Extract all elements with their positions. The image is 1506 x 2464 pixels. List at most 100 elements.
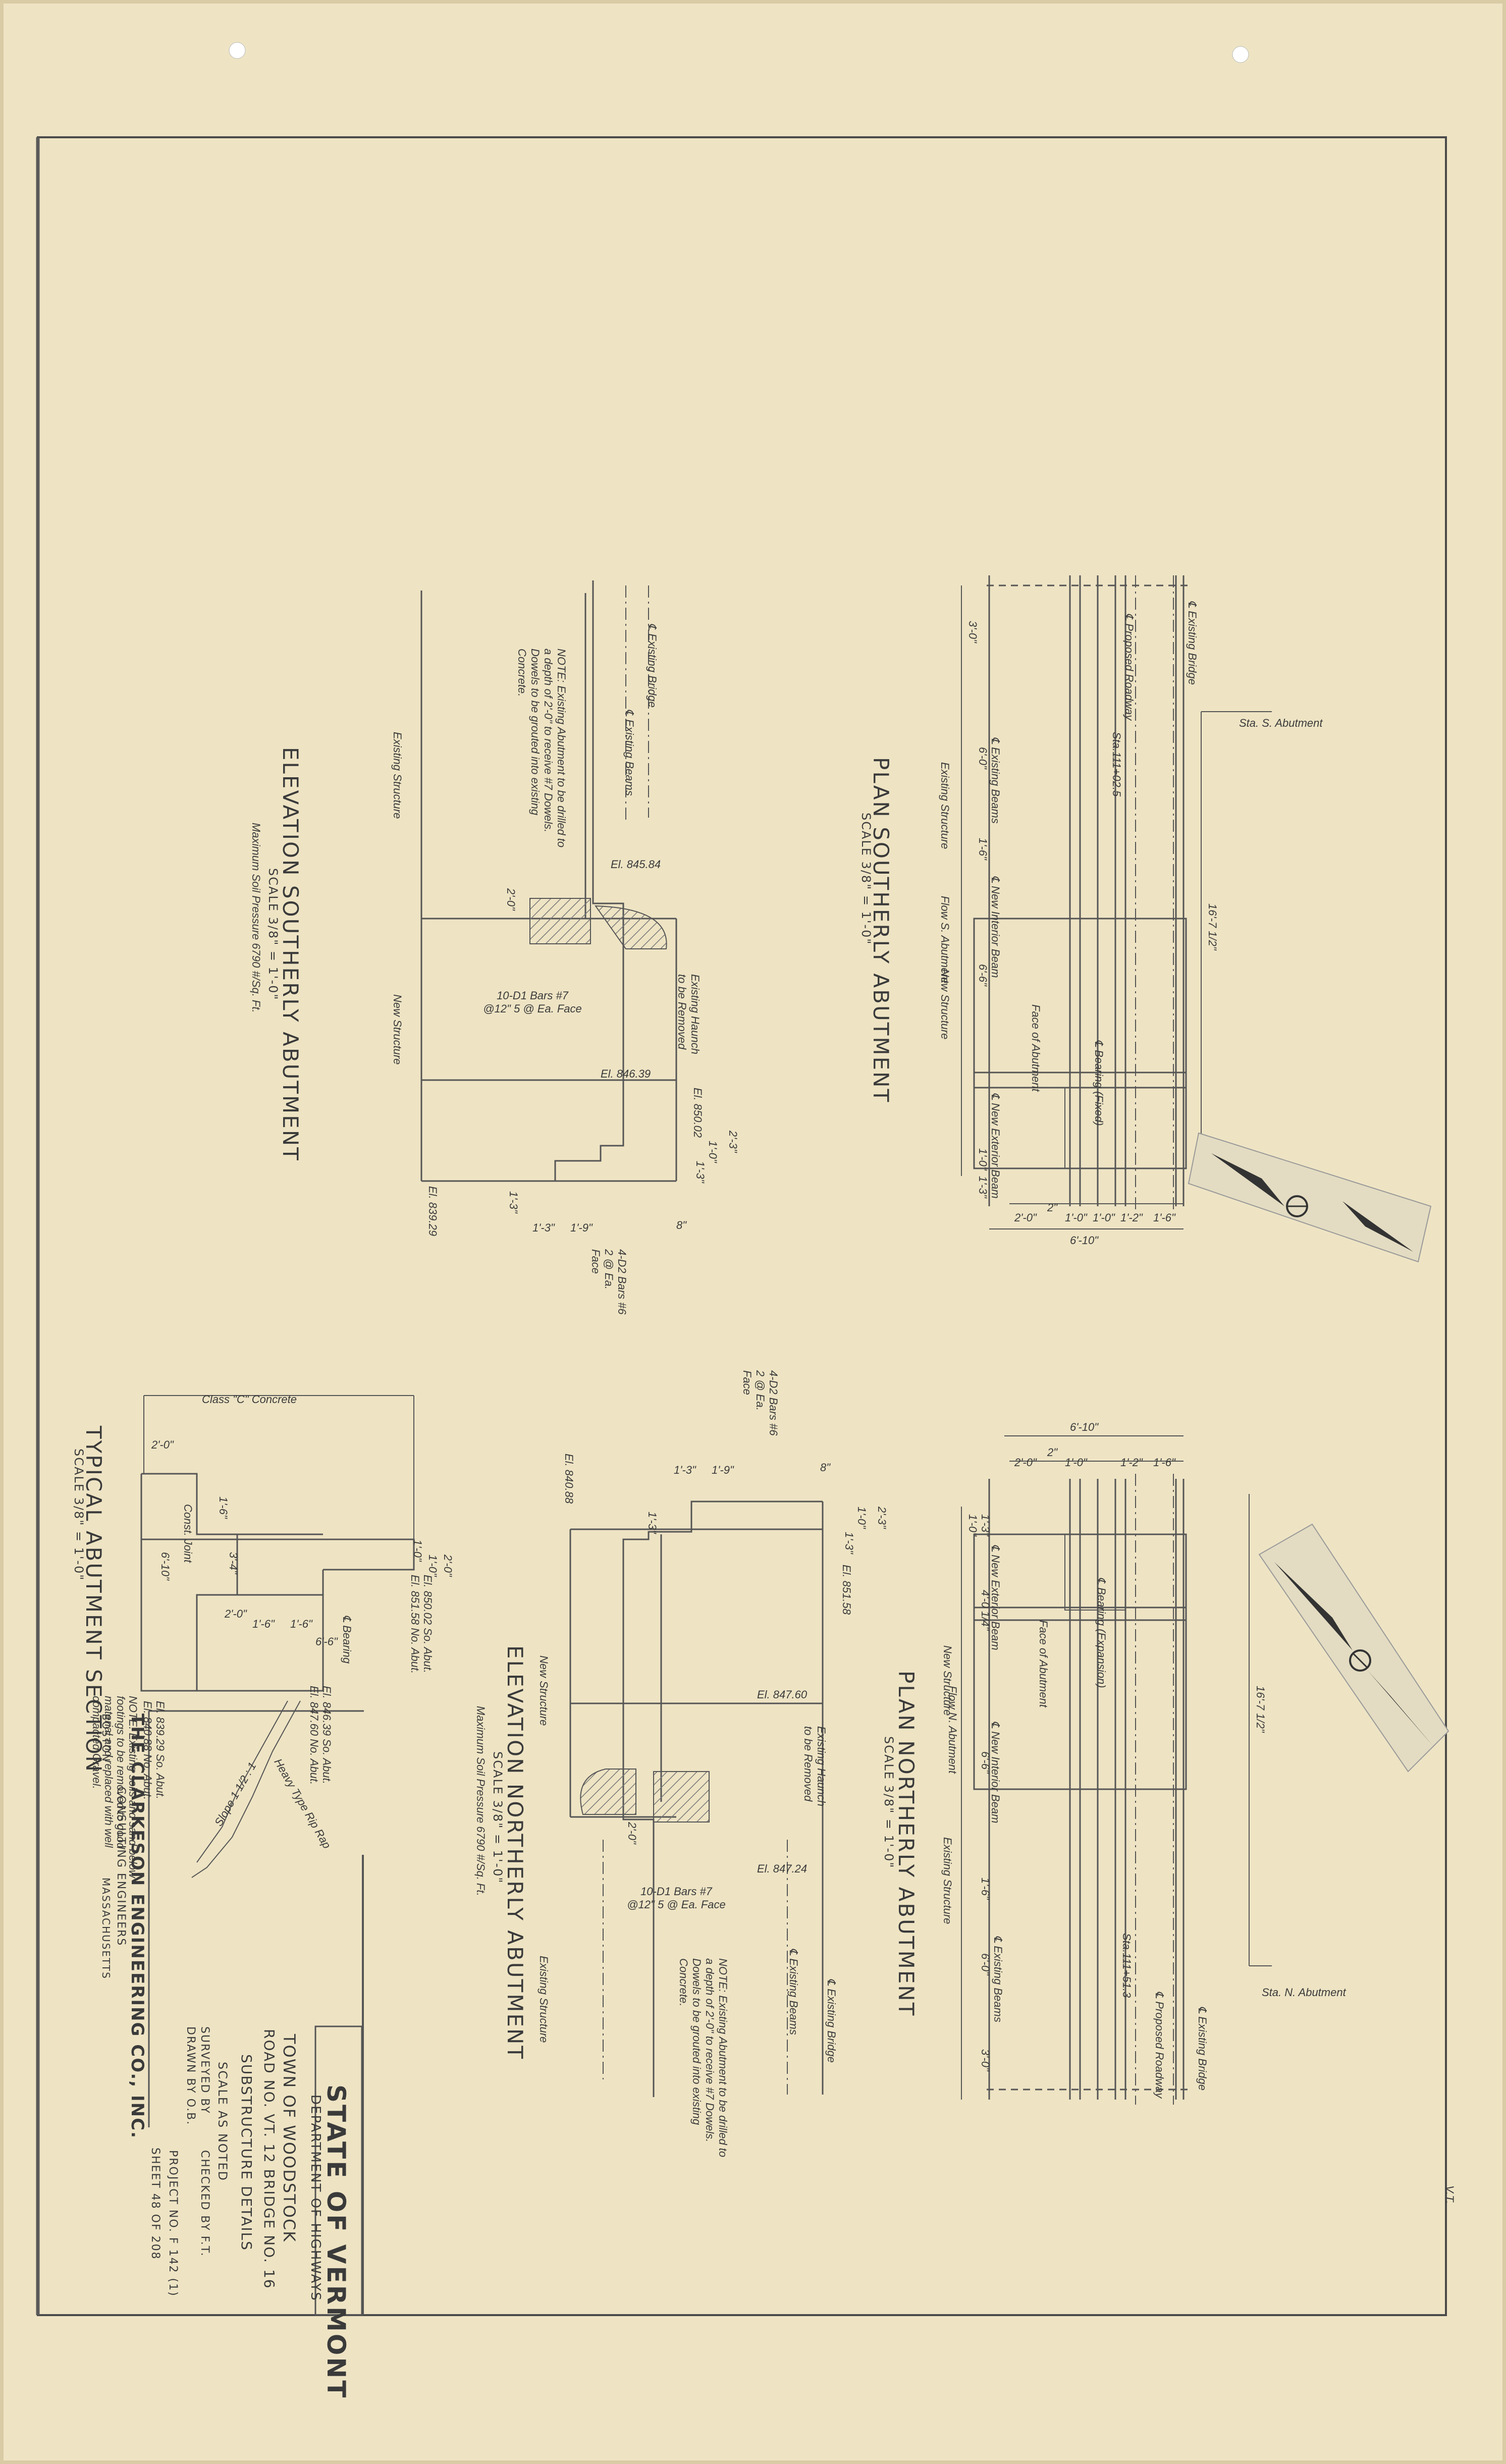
elev-south-bars: 10-D1 Bars #7 @12" 5 @ Ea. Face <box>483 989 582 1015</box>
plan-north-scale: SCALE 3/8" = 1'-0" <box>882 1736 896 1869</box>
typical-el: El. 846.39 So. Abut. <box>320 1686 333 1784</box>
plan-south-existing: Existing Structure <box>939 762 951 849</box>
elev-north-existing: Existing Structure <box>537 1956 550 2043</box>
plan-north-cl-bridge: ℄ Existing Bridge <box>1196 2006 1209 2091</box>
plan-south-cl-interior: ℄ New Interior Beam <box>989 876 1002 978</box>
plan-south-dim: 1'-0" <box>977 1148 989 1170</box>
elev-north-haunch: Existing Haunch to be Removed <box>802 1726 828 1806</box>
typical-dim: 6'-10" <box>159 1552 172 1581</box>
title-block <box>148 1710 364 2316</box>
typical-dim: 6'-6" <box>315 1635 338 1648</box>
plan-north-dim: 1'-6" <box>1153 1456 1175 1469</box>
elev-south-dim: 1'-9" <box>570 1221 593 1234</box>
plan-south-dim: 1'-6" <box>1153 1211 1175 1224</box>
elev-north-bars: 10-D1 Bars #7 @12" 5 @ Ea. Face <box>627 1885 726 1911</box>
tb-sheet: SHEET 48 OF 208 <box>149 2148 162 2260</box>
elev-south-dim: 1'-3" <box>532 1221 555 1234</box>
elev-south-bars2: 4-D2 Bars #6 2 @ Ea. Face <box>589 1249 628 1315</box>
typical-el: El. 840.88 No. Abut. <box>141 1701 154 1800</box>
elev-north-el3: El. 851.58 <box>840 1565 853 1615</box>
typical-el: El. 847.60 No. Abut. <box>308 1686 320 1785</box>
elev-north-note: NOTE: Existing Abutment to be drilled to… <box>677 1958 729 2158</box>
plan-south-cl-exterior: ℄ New Exterior Beam <box>989 1093 1002 1199</box>
typical-dim: 1'-0" <box>426 1555 439 1577</box>
plan-south-sta-value: Sta.111+02.5 <box>1110 732 1123 797</box>
tb-department: DEPARTMENT OF HIGHWAYS <box>308 2095 323 2301</box>
typical-dim: 1'-0" <box>411 1539 424 1562</box>
tb-project: PROJECT NO. F 142 (1) <box>167 2150 179 2297</box>
plan-northerly-abutment <box>961 1435 1272 2105</box>
plan-north-dim: 1'-0" <box>1065 1456 1087 1469</box>
tb-subject: SUBSTRUCTURE DETAILS <box>238 2054 255 2251</box>
plan-north-dim: 4'-0 1/4" <box>979 1590 992 1631</box>
elev-south-cl-bridge: ℄ Existing Bridge <box>646 623 659 708</box>
typical-dim: 2'-0" <box>442 1555 454 1577</box>
plan-north-width: 16'-7 1/2" <box>1254 1686 1267 1733</box>
tb-surveyed: SURVEYED BY <box>198 2026 211 2114</box>
typical-el: El. 839.29 So. Abut. <box>154 1701 167 1799</box>
plan-north-sta: Sta. N. Abutment <box>1262 1986 1346 1999</box>
plan-north-title: PLAN NORTHERLY ABUTMENT <box>894 1671 919 2017</box>
elev-north-cl-bridge: ℄ Existing Bridge <box>825 1978 838 2063</box>
elev-south-el3: El. 850.02 <box>691 1088 704 1138</box>
typical-dim: 1'-6" <box>252 1618 275 1630</box>
plan-north-cl-roadway: ℄ Proposed Roadway <box>1153 1991 1166 2099</box>
plan-south-dim: 1'-6" <box>977 838 989 860</box>
typical-dim: 3'-4" <box>227 1552 240 1574</box>
elev-south-haunch: Existing Haunch to be Removed <box>676 974 702 1054</box>
plan-north-dim: 1'-0" <box>966 1514 979 1536</box>
plan-south-dim: 1'-0" <box>1093 1211 1115 1224</box>
plan-south-cl-bearing: ℄ Bearing (Fixed) <box>1093 1040 1105 1126</box>
plan-north-dim: 6'-6" <box>979 1751 992 1774</box>
elev-north-title: ELEVATION NORTHERLY ABUTMENT <box>503 1645 527 2061</box>
elev-south-dim: 2'-0" <box>505 888 517 910</box>
elev-north-dim: 1'-9" <box>712 1464 734 1476</box>
tb-drawn: DRAWN BY O.B. <box>184 2026 197 2126</box>
plan-southerly-abutment <box>961 575 1272 1229</box>
elev-south-dim: 2'-3" <box>727 1131 739 1153</box>
tb-state-text: STATE OF VERMONT <box>321 2084 351 2400</box>
plan-south-sta: Sta. S. Abutment <box>1239 717 1323 729</box>
elev-south-el2: El. 846.39 <box>601 1067 651 1080</box>
plan-north-dim: 6'-0" <box>979 1953 992 1975</box>
punch-hole <box>1232 46 1249 63</box>
tb-checked: CHECKED BY F.T. <box>198 2150 211 2257</box>
plan-north-cl-bearing: ℄ Bearing (Expansion) <box>1095 1577 1108 1688</box>
plan-north-dim: 1'-2" <box>1120 1456 1143 1469</box>
plan-south-dim: 1'-2" <box>1120 1211 1143 1224</box>
plan-south-dim: 6'-6" <box>977 964 989 986</box>
tb-town: TOWN OF WOODSTOCK <box>280 2034 299 2243</box>
plan-south-dim: 6'-0" <box>977 747 989 769</box>
plan-south-cl-bridge: ℄ Existing Bridge <box>1186 601 1199 685</box>
plan-south-dim: 1'-3" <box>977 1176 989 1198</box>
elev-north-scale: SCALE 3/8" = 1'-0" <box>491 1751 505 1884</box>
tb-scale: SCALE AS NOTED <box>216 2062 230 2182</box>
plan-north-face: Face of Abutment <box>1037 1620 1050 1707</box>
tb-state-loc: MASSACHUSETTS <box>100 1878 112 1979</box>
elev-south-pressure: Maximum Soil Pressure 6790 #/Sq. Ft. <box>250 823 262 1013</box>
plan-south-dim: 2'-0" <box>1014 1211 1037 1224</box>
typical-dim: 2'-0" <box>151 1438 174 1451</box>
elev-north-dim: 8" <box>820 1461 831 1474</box>
elev-north-el2: El. 847.24 <box>757 1862 808 1875</box>
elev-south-dim: 1'-3" <box>694 1161 707 1183</box>
typical-dim: 1'-6" <box>290 1618 312 1630</box>
plan-south-dim: 1'-0" <box>1065 1211 1087 1224</box>
elev-south-el4: El. 839.29 <box>426 1186 439 1237</box>
typical-concrete: Class "C" Concrete <box>202 1393 297 1406</box>
plan-south-face: Face of Abutment <box>1030 1004 1042 1092</box>
elev-south-dim: 1'-0" <box>707 1141 719 1163</box>
typical-el: El. 851.58 No. Abut. <box>409 1575 421 1674</box>
elev-north-dim: 1'-0" <box>855 1507 868 1529</box>
plan-south-width: 16'-7 1/2" <box>1206 903 1219 950</box>
plan-north-dim: 2'-0" <box>1014 1456 1037 1469</box>
elev-south-dim: 1'-3" <box>507 1191 520 1213</box>
elev-south-existing: Existing Structure <box>391 732 404 819</box>
plan-south-cl-beams: ℄ Existing Beams <box>989 737 1002 824</box>
elev-north-el1: El. 847.60 <box>757 1688 808 1701</box>
plan-north-cl-beams: ℄ Existing Beams <box>992 1936 1004 2022</box>
elevation-northerly-abutment <box>569 1501 824 2097</box>
typical-bearing: ℄ Bearing <box>341 1615 353 1664</box>
